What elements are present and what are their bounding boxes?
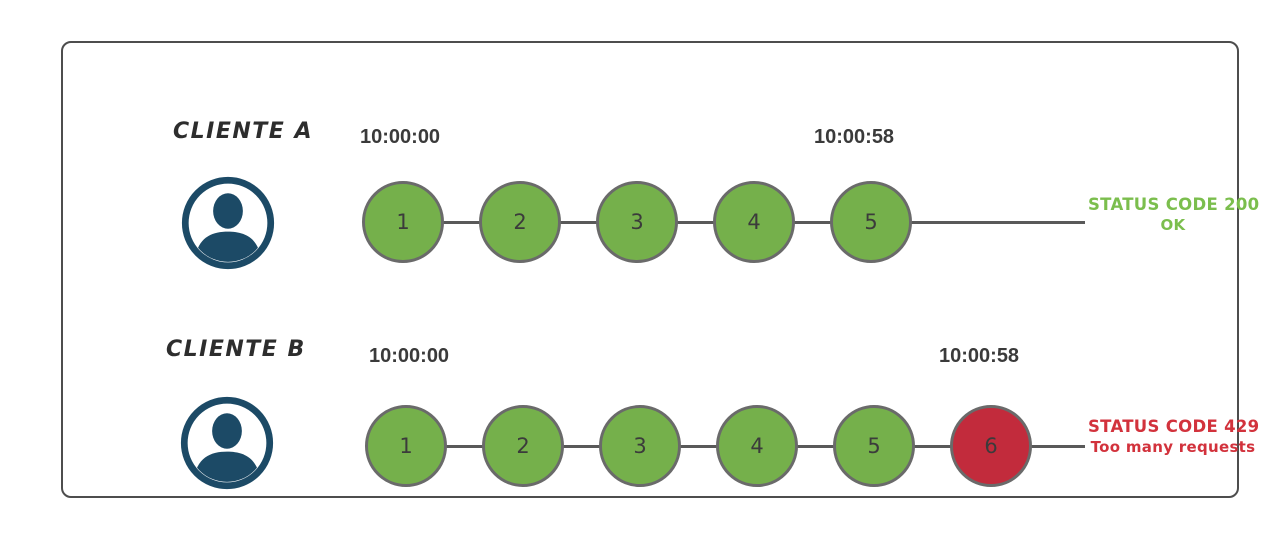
status-code-line: STATUS CODE 429 xyxy=(1088,417,1260,436)
end-time-label: 10:00:58 xyxy=(939,345,1020,367)
start-time-label: 10:00:00 xyxy=(369,345,450,367)
client-b-label: CLIENTE B xyxy=(166,337,306,362)
end-time-label: 10:00:58 xyxy=(814,126,895,148)
user-avatar-icon xyxy=(180,175,276,271)
request-circle: 2 xyxy=(479,181,561,263)
status-desc-line: OK xyxy=(1160,215,1186,234)
request-circle: 4 xyxy=(713,181,795,263)
status-text-error: STATUS CODE 429 Too many requests xyxy=(1088,417,1260,456)
client-a-label: CLIENTE A xyxy=(173,119,314,144)
request-circle: 4 xyxy=(716,405,798,487)
status-desc-line: Too many requests xyxy=(1090,437,1256,456)
request-circle: 1 xyxy=(365,405,447,487)
user-avatar-icon xyxy=(179,395,275,491)
start-time-label: 10:00:00 xyxy=(360,126,441,148)
request-circle: 5 xyxy=(830,181,912,263)
status-code-line: STATUS CODE 200 xyxy=(1088,195,1260,214)
status-text-success: STATUS CODE 200 OK xyxy=(1088,195,1260,234)
request-circle: 3 xyxy=(596,181,678,263)
request-circle: 2 xyxy=(482,405,564,487)
request-circle-blocked: 6 xyxy=(950,405,1032,487)
request-circle: 1 xyxy=(362,181,444,263)
request-circle: 5 xyxy=(833,405,915,487)
request-circle: 3 xyxy=(599,405,681,487)
